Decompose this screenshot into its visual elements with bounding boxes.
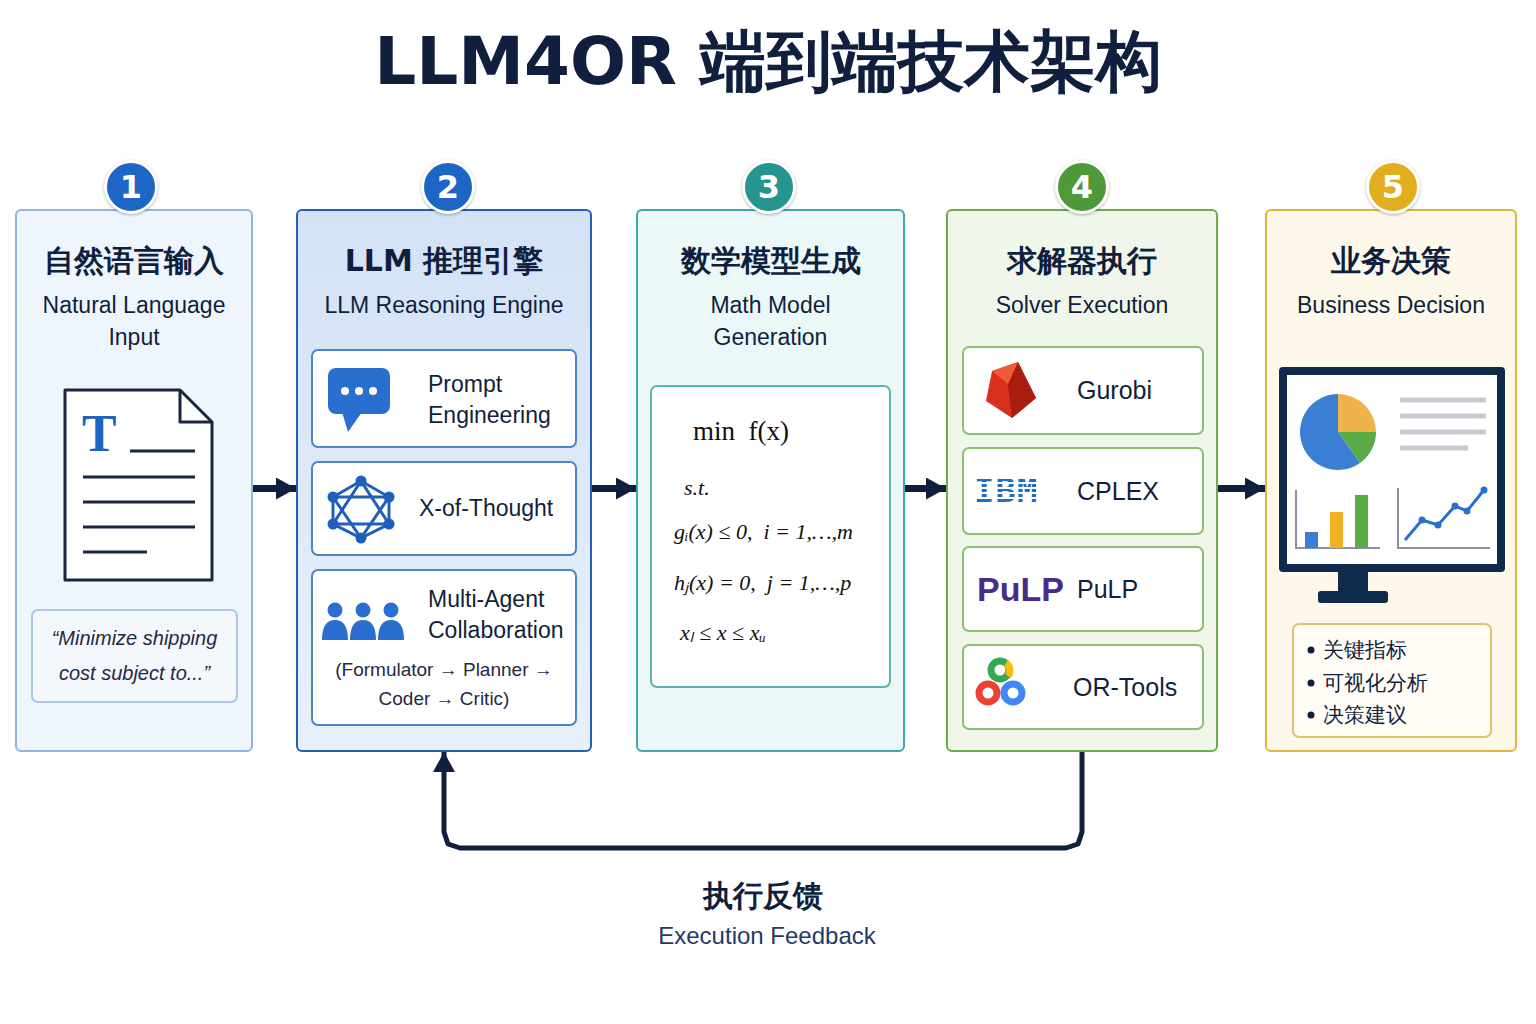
- step-number: 1: [104, 160, 158, 214]
- solver-box: Gurobi: [962, 346, 1204, 435]
- stage-heading: 数学模型生成: [638, 243, 903, 279]
- bullet-item: 可视化分析: [1323, 669, 1483, 697]
- flow-arrow: [1218, 485, 1265, 492]
- technique-box: Prompt Engineering: [311, 349, 577, 448]
- solver-name: OR-Tools: [1073, 672, 1201, 702]
- flow-arrow: [253, 485, 296, 492]
- step-number-text: 3: [745, 163, 793, 211]
- bullet-item: 关键指标: [1323, 636, 1483, 664]
- stage-subheading: Business Decision: [1267, 289, 1515, 321]
- stage-panel: 求解器执行Solver Execution4GurobiIBMCPLEXPuLP…: [946, 209, 1218, 752]
- dashboard-monitor: [1279, 367, 1505, 603]
- stage-panel: 数学模型生成Math Model Generation3min f(x)s.t.…: [636, 209, 905, 752]
- step-number-text: 1: [107, 163, 155, 211]
- stage-subheading: Math Model Generation: [678, 289, 863, 353]
- step-number: 5: [1366, 160, 1420, 214]
- constraint-line: hⱼ(x) = 0, j = 1,…,p: [674, 568, 889, 598]
- stage-panel: 业务决策Business Decision5关键指标可视化分析决策建议: [1265, 209, 1517, 752]
- edge-label: 执行反馈: [613, 878, 913, 914]
- chat-icon: [328, 368, 390, 432]
- diagram-title: LLM4OR 端到端技术架构: [0, 22, 1536, 102]
- constraint-line: gᵢ(x) ≤ 0, i = 1,…,m: [674, 517, 889, 547]
- bullet-dots: [1308, 647, 1315, 719]
- technique-box: X-of-Thought: [311, 461, 577, 556]
- stage-heading: 业务决策: [1267, 243, 1515, 279]
- step-number-text: 4: [1058, 163, 1106, 211]
- document-icon: [65, 390, 212, 580]
- vendor-logo: IBM: [974, 469, 1069, 511]
- bullet-box: 关键指标可视化分析决策建议: [1292, 623, 1492, 738]
- solver-box: OR-Tools: [962, 644, 1204, 730]
- stage-heading: LLM 推理引擎: [298, 243, 590, 279]
- stage-heading: 自然语言输入: [17, 243, 251, 279]
- network-icon: [328, 476, 395, 544]
- technique-name: Multi-Agent Collaboration: [428, 584, 576, 646]
- stage-subheading: LLM Reasoning Engine: [298, 289, 590, 321]
- ortools-logo: [979, 661, 1022, 702]
- technique-name: X-of-Thought: [419, 493, 575, 524]
- solver-name: PuLP: [1077, 574, 1199, 604]
- feedback-arrow: [444, 752, 1082, 848]
- flow-arrow: [905, 485, 946, 492]
- agent-chain: (Formulator → Planner → Coder → Critic): [315, 655, 573, 713]
- step-number: 2: [421, 160, 475, 214]
- solver-name: Gurobi: [1077, 375, 1199, 405]
- step-number-text: 5: [1369, 163, 1417, 211]
- stage-panel: LLM 推理引擎LLM Reasoning Engine2Prompt Engi…: [296, 209, 592, 752]
- stage-subheading: Natural Language Input: [34, 289, 234, 353]
- objective: min f(x): [693, 415, 883, 447]
- quote-text: “Minimize shipping cost subject to...”: [35, 621, 234, 691]
- gurobi-logo: [986, 362, 1036, 418]
- example-quote: “Minimize shipping cost subject to...”: [31, 609, 238, 703]
- bullet-item: 决策建议: [1323, 701, 1483, 729]
- team-icon: [322, 603, 404, 641]
- solver-box: PuLPPuLP: [962, 546, 1204, 632]
- stage-heading: 求解器执行: [948, 243, 1216, 279]
- step-number: 4: [1055, 160, 1109, 214]
- formula-box: min f(x) s.t. gᵢ(x) ≤ 0, i = 1,…,m hⱼ(x) = …: [650, 385, 891, 688]
- feedback-caption: Execution Feedback: [617, 921, 917, 951]
- solver-name: CPLEX: [1077, 476, 1199, 506]
- technique-box: Multi-Agent Collaboration (Formulator → P…: [311, 569, 577, 726]
- vendor-logo: PuLP: [977, 568, 1072, 610]
- bound-line: xₗ ≤ x ≤ xᵤ: [680, 618, 880, 648]
- stage-subheading: Solver Execution: [948, 289, 1216, 321]
- constraint-header: s.t.: [684, 473, 874, 503]
- stage-panel: 自然语言输入Natural Language Input1“Minimize s…: [15, 209, 253, 752]
- technique-name: Prompt Engineering: [428, 369, 573, 431]
- solver-box: IBM CPLEX: [962, 447, 1204, 535]
- step-number-text: 2: [424, 163, 472, 211]
- document-glyph: T: [82, 406, 132, 462]
- flow-arrow: [592, 485, 636, 492]
- step-number: 3: [742, 160, 796, 214]
